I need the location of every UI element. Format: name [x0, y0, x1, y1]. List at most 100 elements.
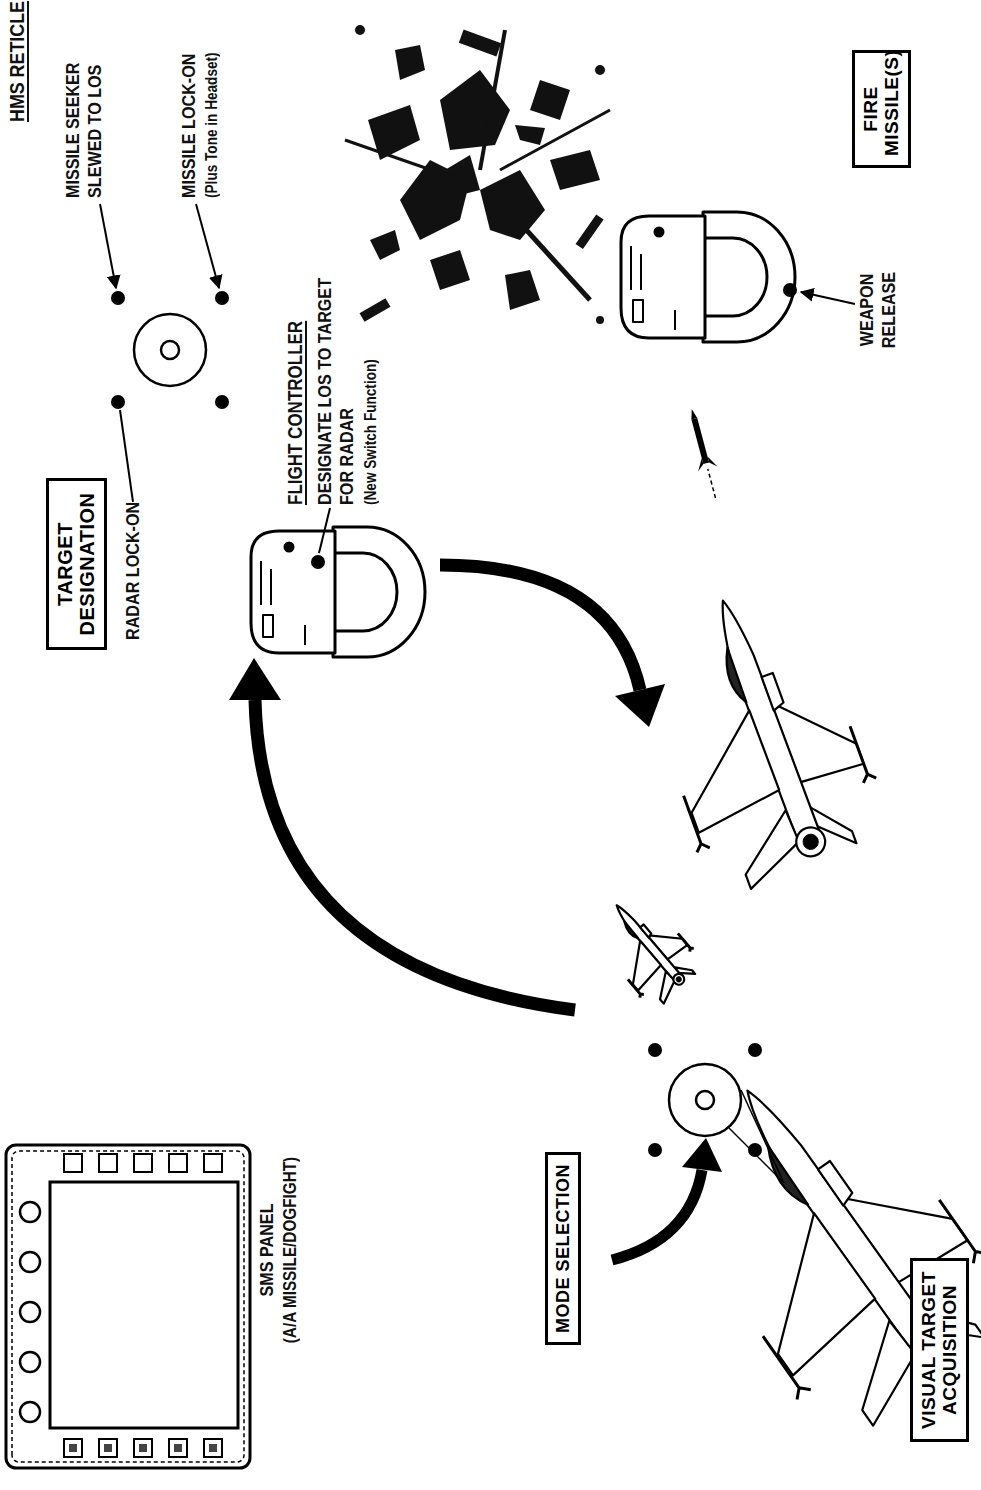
reticle-dot [648, 1143, 662, 1157]
reticle-dot [215, 395, 229, 409]
rotary-knob [20, 1202, 40, 1222]
button-lamp [139, 1444, 147, 1452]
reticle-dot [748, 1043, 762, 1057]
box-text: TARGET DESIGNATION [54, 490, 99, 638]
box-text: MODE SELECTION [553, 1164, 573, 1333]
bezel-button [169, 1439, 187, 1457]
bezel-button [99, 1154, 117, 1172]
bezel-button [169, 1154, 187, 1172]
explosion-fragment [595, 65, 605, 75]
flow-arrow [612, 1170, 702, 1260]
button-lamp [174, 1444, 182, 1452]
stage-box: VISUAL TARGET ACQUISITION [910, 1258, 969, 1442]
missile-nose [689, 408, 697, 419]
reticle-dot [748, 1143, 762, 1157]
leader-arrow [196, 204, 219, 288]
sight-line [741, 1090, 784, 1183]
explosion-fragment [576, 214, 604, 249]
annotation-label: MISSILE LOCK-ON [178, 54, 200, 198]
target-aircraft [585, 885, 709, 1013]
flow-arrowhead [229, 658, 281, 700]
missile-trail [708, 469, 716, 498]
reticle-dot [215, 291, 229, 305]
button-lamp [104, 1444, 112, 1452]
annotation-label: MISSILE SEEKER SLEWED TO LOS [62, 28, 106, 198]
missile-fin [695, 458, 705, 471]
reticle-dot [111, 395, 125, 409]
sight-line [729, 1128, 784, 1183]
reticle-pipper [696, 1091, 714, 1109]
annotation-label: (A/A MISSILE/DOGFIGHT) [279, 1140, 301, 1361]
rotary-knob [20, 1352, 40, 1372]
leader-line [319, 508, 330, 553]
flow-arrow [440, 565, 640, 690]
explosion-fragment [530, 80, 570, 120]
weapon-release-button [783, 283, 797, 297]
explosion-fragment [505, 270, 540, 310]
stage-box: FIRE MISSILE(S) [852, 50, 911, 168]
sms-panel [6, 1145, 250, 1468]
explosion-fragment [430, 250, 470, 290]
annotation-label: FLIGHT CONTROLLER [284, 321, 306, 505]
bezel-button [64, 1439, 82, 1457]
sms-panel-edge [12, 1151, 244, 1462]
missile-body [691, 418, 709, 464]
debris-streak [500, 110, 610, 170]
leader-arrow [801, 292, 855, 304]
annotation-label: WEAPON RELEASE [856, 259, 900, 361]
explosion-fragment [440, 155, 480, 200]
flight-controller-grip [621, 212, 795, 342]
annotation-label: HMS RETICLE [6, 1, 28, 122]
explosion-fragment [459, 30, 501, 57]
annotation-label: RADAR LOCK-ON [122, 502, 144, 640]
leader-line [120, 410, 133, 502]
reticle-dot [111, 291, 125, 305]
explosion-fragment [360, 298, 391, 322]
button-lamp [209, 1444, 217, 1452]
explosion [345, 25, 610, 324]
designate-switch [311, 555, 325, 569]
rotary-knob [20, 1402, 40, 1422]
stage-box: MODE SELECTION [545, 1152, 581, 1345]
annotation-label: (Plus Tone in Headset) [201, 52, 223, 198]
explosion-fragment [480, 170, 545, 240]
explosion-fragment [355, 25, 365, 35]
leader-arrow [100, 204, 116, 288]
flight-controller-grip [251, 527, 425, 657]
explosion-fragment [596, 316, 604, 324]
box-text: FIRE MISSILE(S) [860, 62, 903, 156]
rotary-knob [20, 1252, 40, 1272]
flow-arrowhead [615, 684, 665, 727]
rotary-knob [20, 1302, 40, 1322]
bezel-button [99, 1439, 117, 1457]
sms-screen [50, 1182, 238, 1428]
missile [682, 407, 725, 501]
bezel-button [64, 1154, 82, 1172]
flow-arrowhead [682, 1138, 722, 1172]
reticle-circle [669, 1064, 741, 1136]
explosion-fragment [550, 150, 600, 190]
debris-streak [490, 190, 590, 300]
explosion-fragment [440, 70, 510, 150]
reticle-pipper [161, 341, 179, 359]
bezel-button [134, 1439, 152, 1457]
bezel-button [204, 1439, 222, 1457]
own-aircraft [636, 1032, 981, 1453]
debris-streak [480, 30, 505, 170]
explosion-fragment [395, 45, 425, 80]
flow-arrow [255, 700, 575, 1010]
annotation-label: DESIGNATE LOS TO TARGET FOR RADAR [314, 259, 358, 506]
button-lamp [69, 1444, 77, 1452]
missile-fin [708, 455, 718, 468]
explosion-fragment [515, 125, 545, 145]
annotation-label: (New Switch Function) [360, 359, 382, 505]
explosion-fragment [370, 230, 400, 260]
box-text: VISUAL TARGET ACQUISITION [918, 1270, 961, 1430]
bezel-button [134, 1154, 152, 1172]
firing-aircraft [619, 572, 897, 902]
bezel-button [204, 1154, 222, 1172]
reticle-circle [134, 314, 206, 386]
